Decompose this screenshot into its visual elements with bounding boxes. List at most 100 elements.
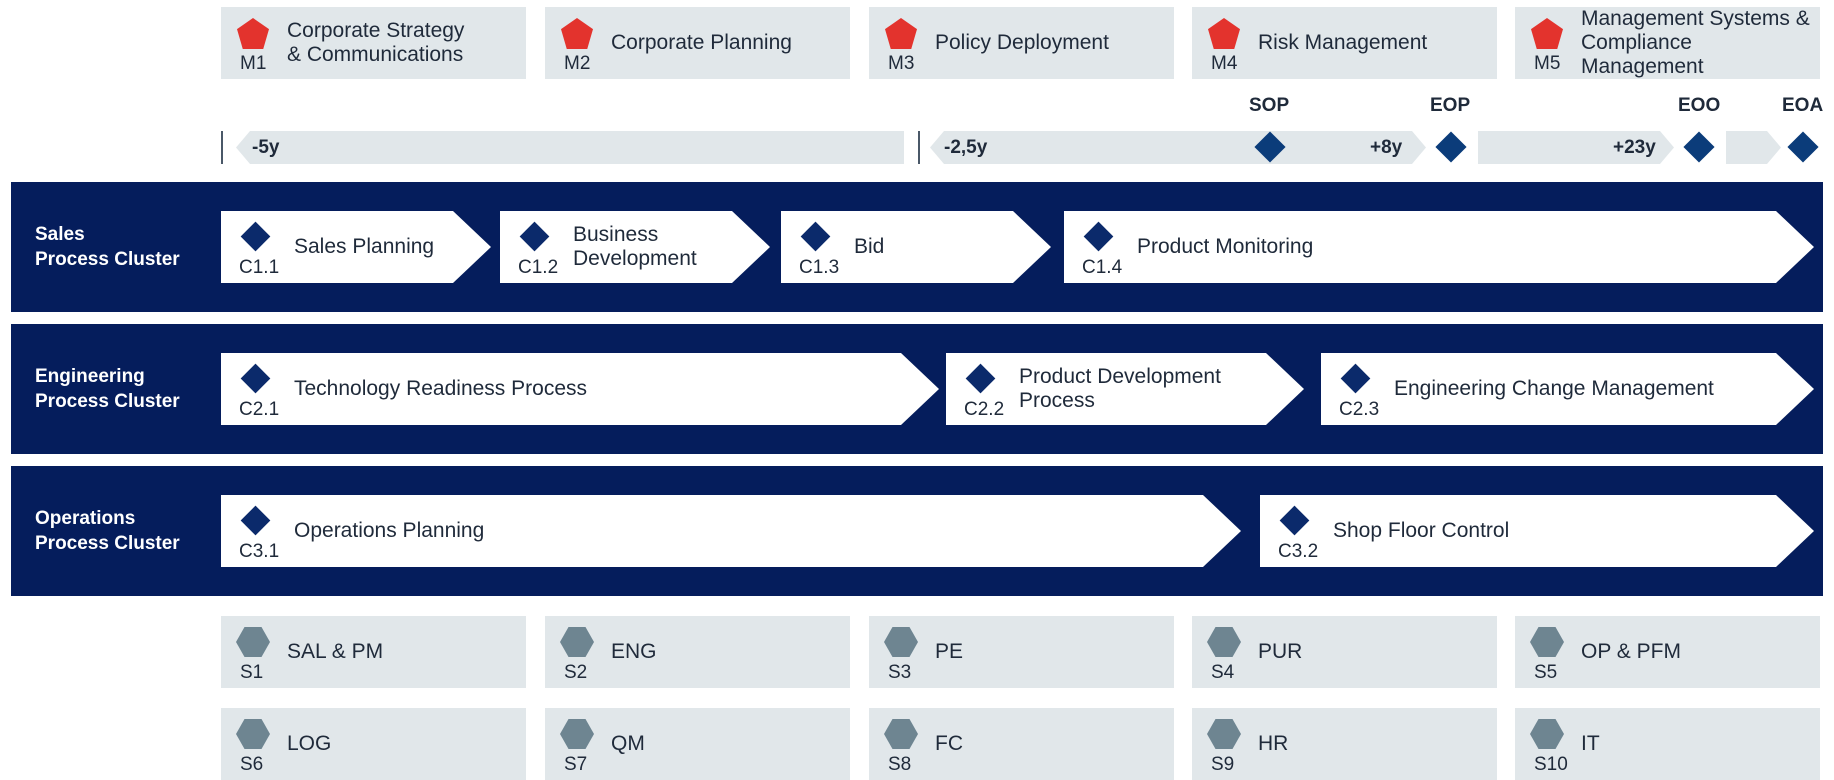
- timeline-label-plus-8y: +8y: [1370, 137, 1403, 158]
- cluster-title: Engineering Process Cluster: [35, 366, 180, 412]
- support-process-s5[interactable]: S5 OP & PFM: [1515, 616, 1820, 688]
- hexagon-icon: [236, 627, 270, 657]
- pentagon-icon: [1208, 18, 1240, 49]
- process-label: Engineering Change Management: [1394, 377, 1714, 400]
- process-code: C2.2: [964, 399, 1005, 420]
- process-c2-1[interactable]: C2.1 Technology Readiness Process: [221, 353, 939, 425]
- process-label: Technology Readiness Process: [294, 377, 587, 400]
- process-label: Policy Deployment: [935, 31, 1109, 54]
- cluster-title: Sales Process Cluster: [35, 224, 180, 270]
- process-label: Management Systems & Compliance Manageme…: [1581, 7, 1810, 78]
- eoo-diamond-icon: [1683, 131, 1715, 163]
- hexagon-icon: [1530, 719, 1564, 749]
- milestone-eoa: EOA: [1782, 95, 1824, 116]
- management-process-m2[interactable]: M2 Corporate Planning: [545, 7, 850, 79]
- process-code: S7: [564, 754, 588, 775]
- milestone-eop: EOP: [1430, 95, 1471, 116]
- hexagon-icon: [560, 719, 594, 749]
- process-code: S6: [240, 754, 264, 775]
- hexagon-icon: [236, 719, 270, 749]
- pentagon-icon: [561, 18, 593, 49]
- process-label: FC: [935, 732, 963, 755]
- process-label: HR: [1258, 732, 1289, 755]
- process-code: C3.1: [239, 541, 280, 562]
- management-process-m1[interactable]: M1 Corporate Strategy & Communications: [221, 7, 526, 79]
- process-c1-2[interactable]: C1.2 Business Development: [500, 211, 770, 283]
- timeline-label-minus-5y: -5y: [252, 137, 280, 158]
- process-code: M3: [888, 53, 915, 74]
- process-code: C2.1: [239, 399, 280, 420]
- process-label: Product Development Process: [1019, 365, 1221, 412]
- process-label: IT: [1581, 732, 1600, 755]
- process-label: Sales Planning: [294, 235, 435, 258]
- process-code: C1.1: [239, 257, 280, 278]
- diamond-icon: [966, 364, 996, 394]
- process-label: Product Monitoring: [1137, 235, 1314, 258]
- timeline-divider: [918, 131, 920, 164]
- process-code: M4: [1211, 53, 1238, 74]
- hexagon-icon: [1207, 719, 1241, 749]
- process-code: M5: [1534, 53, 1561, 74]
- process-c2-3[interactable]: C2.3 Engineering Change Management: [1321, 353, 1814, 425]
- process-label: Bid: [854, 235, 885, 258]
- process-label: QM: [611, 732, 645, 755]
- process-label: Operations Planning: [294, 519, 485, 542]
- process-code: S4: [1211, 662, 1235, 683]
- diamond-icon: [1341, 364, 1371, 394]
- hexagon-icon: [884, 719, 918, 749]
- process-label: LOG: [287, 732, 332, 755]
- process-label: PUR: [1258, 640, 1303, 663]
- pentagon-icon: [1531, 18, 1563, 49]
- eop-diamond-icon: [1435, 131, 1467, 163]
- process-label: Business Development: [573, 223, 697, 270]
- management-process-m3[interactable]: M3 Policy Deployment: [869, 7, 1174, 79]
- management-process-m5[interactable]: M5 Management Systems & Compliance Manag…: [1515, 7, 1820, 79]
- diamond-icon: [1280, 506, 1310, 536]
- process-code: M2: [564, 53, 591, 74]
- process-label: SAL & PM: [287, 640, 384, 663]
- diamond-icon: [241, 506, 271, 536]
- hexagon-icon: [1530, 627, 1564, 657]
- support-process-s9[interactable]: S9 HR: [1192, 708, 1497, 780]
- diamond-icon: [520, 222, 550, 252]
- diamond-icon: [241, 222, 271, 252]
- management-process-m4[interactable]: M4 Risk Management: [1192, 7, 1497, 79]
- process-code: S3: [888, 662, 912, 683]
- timeline-bar: [236, 131, 904, 164]
- support-process-s2[interactable]: S2 ENG: [545, 616, 850, 688]
- milestone-sop: SOP: [1249, 95, 1290, 116]
- diamond-icon: [801, 222, 831, 252]
- process-code: S8: [888, 754, 912, 775]
- process-code: S5: [1534, 662, 1558, 683]
- process-label: Corporate Strategy & Communications: [287, 19, 465, 66]
- timeline-label-minus-2-5y: -2,5y: [944, 137, 988, 158]
- support-process-s6[interactable]: S6 LOG: [221, 708, 526, 780]
- support-process-s10[interactable]: S10 IT: [1515, 708, 1820, 780]
- operations-process-cluster: Operations Process Cluster C3.1 Operatio…: [11, 466, 1823, 596]
- diamond-icon: [1084, 222, 1114, 252]
- support-process-s3[interactable]: S3 PE: [869, 616, 1174, 688]
- sales-process-cluster: Sales Process Cluster C1.1 Sales Plannin…: [11, 182, 1823, 312]
- process-c1-1[interactable]: C1.1 Sales Planning: [221, 211, 491, 283]
- support-process-s7[interactable]: S7 QM: [545, 708, 850, 780]
- process-code: S9: [1211, 754, 1235, 775]
- process-c1-3[interactable]: C1.3 Bid: [781, 211, 1051, 283]
- diamond-icon: [241, 364, 271, 394]
- process-c2-2[interactable]: C2.2 Product Development Process: [946, 353, 1304, 425]
- support-process-s8[interactable]: S8 FC: [869, 708, 1174, 780]
- process-c3-1[interactable]: C3.1 Operations Planning: [221, 495, 1241, 567]
- process-c1-4[interactable]: C1.4 Product Monitoring: [1064, 211, 1814, 283]
- eoa-diamond-icon: [1787, 131, 1819, 163]
- engineering-process-cluster: Engineering Process Cluster C2.1 Technol…: [11, 324, 1823, 454]
- process-code: S2: [564, 662, 588, 683]
- process-code: C1.3: [799, 257, 840, 278]
- process-code: S1: [240, 662, 264, 683]
- process-label: OP & PFM: [1581, 640, 1681, 663]
- pentagon-icon: [885, 18, 917, 49]
- process-code: C1.4: [1082, 257, 1123, 278]
- process-label: Shop Floor Control: [1333, 519, 1510, 542]
- support-process-s4[interactable]: S4 PUR: [1192, 616, 1497, 688]
- process-code: C3.2: [1278, 541, 1319, 562]
- process-c3-2[interactable]: C3.2 Shop Floor Control: [1260, 495, 1814, 567]
- support-process-s1[interactable]: S1 SAL & PM: [221, 616, 526, 688]
